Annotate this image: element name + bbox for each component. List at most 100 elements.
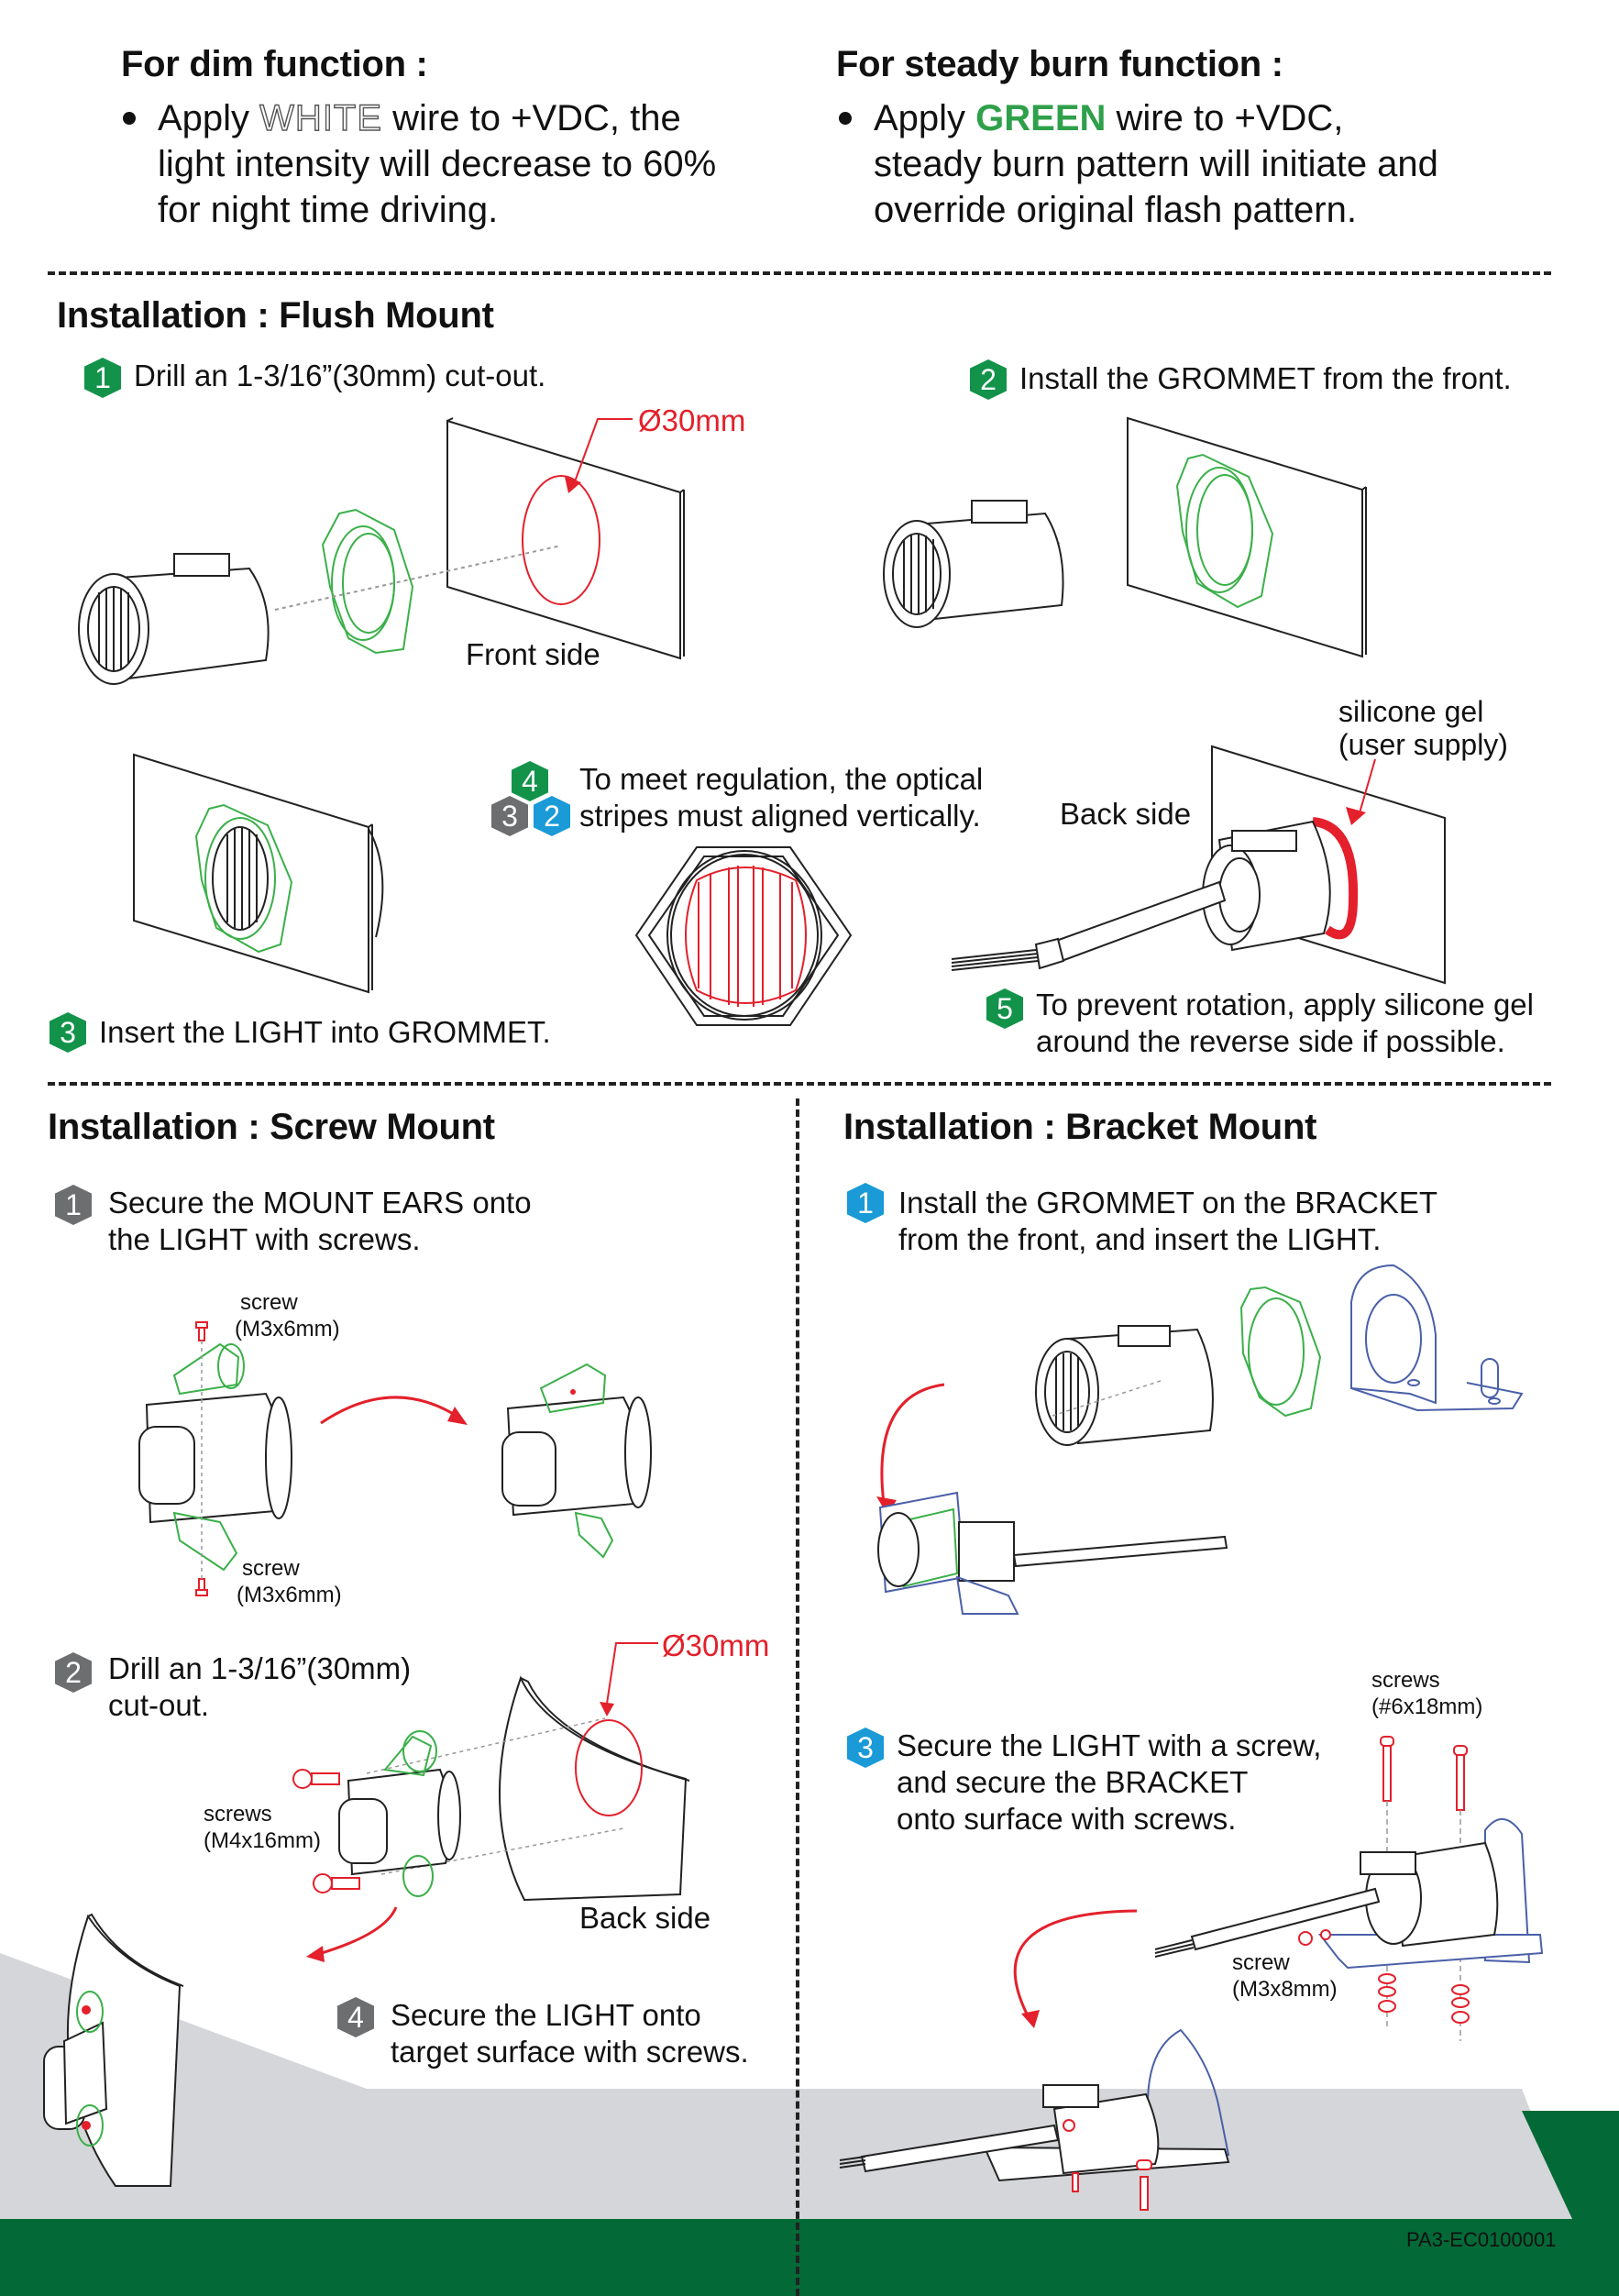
grommet-green	[321, 508, 414, 655]
dim-line-1-post: wire to +VDC, the	[382, 98, 681, 138]
screw-top-name: screw	[240, 1290, 298, 1315]
silicone-arrow-icon	[1346, 807, 1366, 825]
light-unit	[1035, 1325, 1214, 1446]
screw-step-1-text: Secure the MOUNT EARS onto the LIGHT wit…	[108, 1185, 532, 1258]
light-mounted	[43, 2021, 108, 2130]
steady-line-3: override original flash pattern.	[874, 190, 1357, 230]
screw-step-1-line-1: Secure the MOUNT EARS onto	[108, 1186, 532, 1220]
flush-step-4-line-2: stripes must aligned vertically.	[579, 799, 981, 833]
footer-green-corner	[1522, 2111, 1619, 2219]
step-badge-2-small: 2	[534, 796, 570, 836]
dim-function-text: Apply WHITE wire to +VDC, the light inte…	[123, 95, 799, 233]
step-badge-5: 5	[986, 988, 1023, 1029]
flush-step-5-line-1: To prevent rotation, apply silicone gel	[1036, 988, 1534, 1021]
step-badge-1: 1	[847, 1183, 884, 1223]
diameter-label-screw: Ø30mm	[662, 1628, 770, 1662]
screw-top-size: (M3x6mm)	[235, 1317, 340, 1341]
cable	[1154, 1887, 1381, 1958]
divider-middle	[48, 1082, 1551, 1086]
screw-step-2-line-1: Drill an 1-3/16”(30mm)	[108, 1651, 412, 1685]
flush-step-2-text: Install the GROMMET from the front.	[1019, 361, 1512, 395]
screw-m3x8-label: screw (M3x8mm)	[1232, 1949, 1338, 2003]
dim-line-1-pre: Apply	[158, 98, 260, 138]
mounted-ears	[539, 1363, 614, 1559]
screw-step-4-line-1: Secure the LIGHT onto	[391, 1998, 701, 2032]
insert-guide	[274, 545, 562, 611]
curved-arrow	[320, 1396, 463, 1425]
curved-arrow	[314, 1906, 398, 1957]
diameter-leader	[606, 1642, 658, 1705]
cutout-circle	[575, 1719, 643, 1816]
light-in-bracket	[1360, 1841, 1499, 1948]
step-badge-2: 2	[970, 359, 1007, 400]
screws-size: (#6x18mm)	[1371, 1694, 1483, 1719]
grommet-green	[194, 803, 293, 954]
curved-arrow	[880, 1383, 945, 1505]
steady-burn-heading: For steady burn function :	[836, 44, 1283, 84]
flush-step-3-text: Insert the LIGHT into GROMMET.	[99, 1015, 551, 1049]
bracket-step-1-text: Install the GROMMET on the BRACKET from …	[898, 1185, 1437, 1258]
optical-stripes	[685, 866, 807, 1007]
step-badge-2: 2	[55, 1652, 92, 1693]
arrow-head-icon	[1021, 2010, 1040, 2028]
screw-step-1-line-2: the LIGHT with screws.	[108, 1222, 421, 1256]
screws-name: screws	[1371, 1668, 1440, 1693]
light-unit	[78, 553, 270, 685]
bullet-icon	[123, 112, 136, 125]
arrow-head-icon	[306, 1946, 325, 1962]
mount-ear-top	[172, 1342, 245, 1396]
dim-line-3: for night time driving.	[158, 190, 499, 230]
screws-size: (M4x16mm)	[204, 1828, 322, 1853]
diameter-leader	[573, 418, 633, 485]
diameter-label: Ø30mm	[638, 403, 746, 437]
diameter-arrow-icon	[565, 477, 581, 493]
screws-6x18-label: screws (#6x18mm)	[1371, 1667, 1482, 1720]
document-code: PA3-EC0100001	[1406, 2228, 1557, 2251]
screw-mark	[570, 1389, 576, 1395]
bracket-step-1-line-2: from the front, and insert the LIGHT.	[898, 1222, 1382, 1256]
step-badge-1: 1	[55, 1185, 92, 1225]
light-with-ears	[338, 1768, 461, 1876]
light-back	[1202, 820, 1331, 952]
flush-step-4-line-1: To meet regulation, the optical	[579, 762, 984, 796]
diameter-arrow-icon	[600, 1702, 614, 1716]
steady-line-2: steady burn pattern will initiate and	[874, 144, 1438, 184]
back-side-label: Back side	[1060, 797, 1192, 831]
step-badge-3: 3	[50, 1012, 86, 1053]
screws-m4x16	[292, 1769, 360, 1893]
screws-name: screws	[204, 1802, 272, 1827]
footer-green-band	[0, 2219, 1619, 2296]
light-with-ears	[501, 1396, 652, 1517]
silicone-label-line-1: silicone gel	[1338, 695, 1484, 728]
curved-arrow	[1013, 1909, 1138, 2022]
bracket-step-3-text: Secure the LIGHT with a screw, and secur…	[897, 1728, 1321, 1838]
light-side-view	[138, 1392, 292, 1524]
divider-top	[48, 271, 1551, 275]
screw-size: (M3x8mm)	[1232, 1977, 1338, 2002]
screw-step-2-text: Drill an 1-3/16”(30mm) cut-out.	[108, 1650, 411, 1724]
bracket-step-3-line-2: and secure the BRACKET	[897, 1765, 1249, 1799]
dim-line-1: Apply WHITE wire to +VDC, the	[158, 95, 799, 141]
divider-vertical	[796, 1098, 799, 2296]
grommet-front-view	[634, 846, 853, 1026]
bracket-mount-title: Installation : Bracket Mount	[843, 1107, 1317, 1147]
light-lens	[212, 826, 269, 931]
final-bracket-assembly	[839, 2028, 1230, 2182]
flush-step-5-line-2: around the reverse side if possible.	[1036, 1024, 1505, 1058]
screw-top-label: screw (M3x6mm)	[235, 1289, 340, 1342]
step-badge-3-small: 3	[491, 796, 528, 836]
arrow-head-icon	[447, 1407, 468, 1425]
dim-function-heading: For dim function :	[121, 44, 428, 84]
flush-mount-title: Installation : Flush Mount	[57, 295, 494, 336]
screw-bottom-label: screw (M3x6mm)	[237, 1555, 342, 1608]
screw-bottom-size: (M3x6mm)	[237, 1583, 342, 1607]
mount-ear-bottom	[172, 1511, 238, 1572]
step-badge-4: 4	[512, 761, 548, 801]
nuts-washers	[1378, 1973, 1470, 2024]
